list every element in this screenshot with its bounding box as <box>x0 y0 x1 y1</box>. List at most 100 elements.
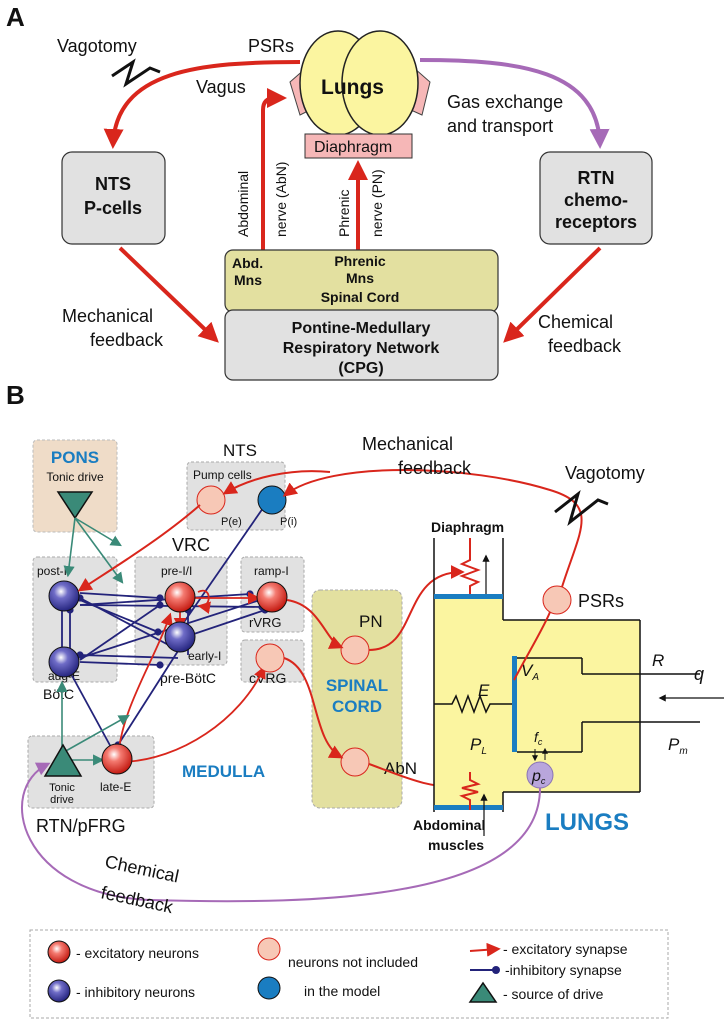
mech-feedback-b-1: Mechanical <box>362 434 453 454</box>
pm-label: Pm <box>668 735 688 757</box>
neuron-psrs <box>542 585 572 615</box>
panel-a-letter: A <box>6 2 25 32</box>
diaphragm-spring <box>459 538 481 594</box>
neuron-abn <box>340 747 370 777</box>
legend-not-included-2: in the model <box>304 983 380 999</box>
fc-label: fc <box>534 729 543 747</box>
legend-inhibitory-neuron-icon <box>47 979 71 1003</box>
chemical-feedback-arrow <box>503 246 602 343</box>
abd-mns-label-1: Abd. <box>232 255 263 271</box>
medulla-label: MEDULLA <box>182 762 265 781</box>
vagus-label: Vagus <box>196 77 246 97</box>
cpg-box <box>224 309 499 381</box>
pump-cells-label: Pump cells <box>193 468 252 482</box>
legend-box <box>29 929 669 1019</box>
mechanical-feedback-arrow <box>118 246 219 343</box>
abd-spring <box>459 772 481 810</box>
legend-inhibitory-neurons: - inhibitory neurons <box>76 984 195 1000</box>
gas-exchange-label-1: Gas exchange <box>447 92 563 112</box>
legend-not-included-pink-icon <box>257 937 281 961</box>
spinal-cord-b-1: SPINAL <box>326 676 388 695</box>
chem-feedback-a-1: Chemical <box>538 312 613 332</box>
pe-to-post-i-arrow <box>77 504 201 592</box>
rtn-box <box>539 151 653 245</box>
diaphragm-box <box>304 133 413 159</box>
mech-feedback-a-1: Mechanical <box>62 306 153 326</box>
vagotomy-b-cut-icon <box>554 489 609 527</box>
neuron-pn <box>340 635 370 665</box>
vagotomy-b-label: Vagotomy <box>565 463 645 483</box>
abd-nerve-label-1: Abdominal <box>235 171 251 237</box>
abd-muscle-plate <box>434 805 503 810</box>
rvrg-label: rVRG <box>249 615 282 630</box>
cvrg-to-abn-arrow <box>283 657 344 759</box>
vrc-label: VRC <box>172 535 210 555</box>
tonic-drive-pons-label: Tonic drive <box>46 470 104 484</box>
botc-label: BötC <box>43 686 74 702</box>
rtn-receptors-label: receptors <box>555 212 637 232</box>
spinal-cord-b-2: CORD <box>332 697 382 716</box>
abdominal-nerve-arrow <box>261 88 287 250</box>
vagotomy-label: Vagotomy <box>57 36 137 56</box>
cpg-label-2: Respiratory Network <box>283 340 440 357</box>
lungs-label: Lungs <box>321 76 384 99</box>
gas-exchange-arrow <box>419 58 610 149</box>
neuron-early-i <box>164 621 196 653</box>
ramp-i-label: ramp-I <box>254 564 289 578</box>
diaphragm-plate <box>434 594 503 599</box>
phrenic-mns-label-1: Phrenic <box>334 253 386 269</box>
pre-i-label: pre-I/I <box>161 564 192 578</box>
abd-muscles-b-1: Abdominal <box>413 817 485 833</box>
ramp-to-pn-arrow <box>286 599 344 649</box>
rtn-label: RTN <box>578 168 615 188</box>
pons-label: PONS <box>51 448 99 467</box>
rtn-tonic-label-2: drive <box>50 794 74 806</box>
vagus-arrow <box>103 60 301 149</box>
phrenic-nerve-label-2: nerve (PN) <box>369 169 385 237</box>
pn-label: PN <box>359 612 383 631</box>
legend-excitatory-neuron-icon <box>47 940 71 964</box>
excitatory-local-synapses <box>117 589 266 763</box>
phrenic-nerve-label-1: Phrenic <box>336 190 352 237</box>
cpg-label-3: (CPG) <box>338 360 383 377</box>
lung-model-shape <box>434 596 640 808</box>
legend-inhibitory-synapse: -inhibitory synapse <box>505 962 622 978</box>
r-label: R <box>652 651 664 670</box>
nts-b-label: NTS <box>223 441 257 460</box>
mechanical-feedback-b-arrow <box>282 469 583 588</box>
mech-feedback-a-2: feedback <box>90 330 164 350</box>
vagotomy-cut-icon <box>111 58 161 88</box>
legend-drive-source-icon <box>468 981 498 1003</box>
chemical-feedback-b-arrow <box>21 762 541 903</box>
elastance-spring <box>434 693 512 715</box>
pons-drive-arrows <box>63 517 124 584</box>
gas-exchange-label-2: and transport <box>447 116 553 136</box>
rtn-pfrg-label: RTN/pFRG <box>36 816 126 836</box>
legend-excitatory-synapse: - excitatory synapse <box>503 941 628 957</box>
psrs-label: PSRs <box>248 36 294 56</box>
spinal-cord-label: Spinal Cord <box>321 289 400 305</box>
legend-excitatory-synapse-icon <box>469 942 501 957</box>
neuron-ramp-i <box>256 581 288 613</box>
q-label: q <box>694 664 704 684</box>
rtn-tonic-label-1: Tonic <box>49 782 75 794</box>
cpg-label-1: Pontine-Medullary <box>292 320 431 337</box>
pc-label: pc <box>531 768 546 786</box>
diaphragm-b-label: Diaphragm <box>431 519 504 535</box>
va-to-psrs-line <box>513 611 551 681</box>
abd-muscles-b-2: muscles <box>428 837 484 853</box>
e-label: E <box>478 681 490 700</box>
psrs-b-label: PSRs <box>578 591 624 611</box>
va-label: VA <box>521 661 539 683</box>
alveolar-wall <box>512 656 517 752</box>
pl-label: PL <box>470 735 487 757</box>
abd-nerve-label-2: nerve (AbN) <box>273 162 289 237</box>
legend-excitatory-neurons: - excitatory neurons <box>76 945 199 961</box>
legend-not-included-blue-icon <box>257 976 281 1000</box>
chem-feedback-a-2: feedback <box>548 336 622 356</box>
late-e-label: late-E <box>100 780 131 794</box>
diaphragm-label: Diaphragm <box>314 139 392 156</box>
rtn-chemo-label: chemo- <box>564 190 628 210</box>
